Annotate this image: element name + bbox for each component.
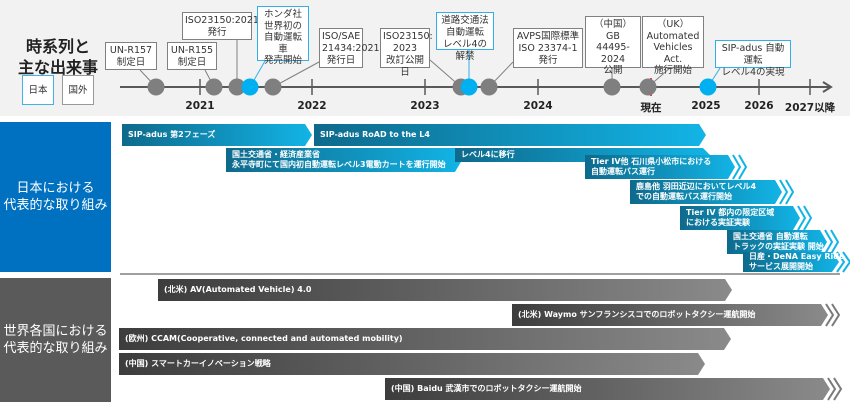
initiative-label: Tier IV 都内の限定区域 における実証実験 — [686, 208, 775, 227]
initiative-bar[interactable] — [512, 304, 828, 326]
initiative-bar[interactable] — [122, 124, 312, 146]
continuation-chevron-icon — [797, 205, 807, 231]
initiative-label: SIP-adus RoAD to the L4 — [320, 130, 430, 139]
event-callout[interactable]: UN-R155 制定日 — [167, 42, 217, 70]
initiative-label: (北米) Waymo サンフランシスコでのロボットタクシー運航開始 — [518, 310, 756, 319]
page-title: 時系列と 主な出来事 — [18, 37, 99, 77]
event-dot-world[interactable] — [264, 78, 282, 96]
event-dot-world[interactable] — [639, 78, 657, 96]
lane-label-world: 世界各国における 代表的な取り組み — [0, 278, 111, 402]
event-dot-world[interactable] — [480, 78, 498, 96]
event-dot-world[interactable] — [603, 78, 621, 96]
year-label: 2023 — [410, 100, 440, 112]
continuation-chevron-icon — [825, 303, 835, 327]
initiative-bar[interactable] — [158, 279, 732, 301]
year-label: 2024 — [523, 100, 553, 112]
initiative-bar[interactable] — [226, 148, 462, 172]
event-callout[interactable]: ホンダ社 世界初の 自動運転車 発売開始 — [257, 6, 309, 66]
initiative-label: 国土交通省・経済産業省 永平寺町にて国内初自動運転レベル3電動カートを運行開始 — [232, 150, 446, 169]
continuation-chevron-icon — [842, 251, 850, 273]
initiative-label: (中国) Baidu 武漢市でのロボットタクシー運航開始 — [391, 384, 582, 393]
initiative-label: 日産・DeNA Easy Ride サービス展開開始 — [749, 252, 845, 271]
continuation-chevron-icon — [785, 179, 795, 205]
initiative-label: SIP-adus 第2フェーズ — [128, 130, 216, 139]
initiative-bar[interactable] — [385, 378, 830, 400]
event-callout[interactable]: （UK） Automated Vehicles Act. 施行開始 — [642, 16, 704, 76]
event-dot-world[interactable] — [228, 78, 246, 96]
initiative-label: 国土交通省 自動運転 トラックの実証実験 開始 — [733, 232, 824, 251]
axis-arrow-icon — [822, 81, 833, 93]
year-label: 2021 — [185, 100, 215, 112]
event-callout[interactable]: ISO/SAE 21434:2021 発行日 — [319, 28, 380, 68]
timeline-axis — [120, 40, 833, 96]
continuation-chevron-icon — [732, 154, 742, 180]
event-dot-world[interactable] — [147, 78, 165, 96]
continuation-chevron-icon — [833, 377, 843, 401]
continuation-chevron-icon — [779, 179, 789, 205]
continuation-chevron-icon — [824, 229, 834, 255]
initiative-bar[interactable] — [119, 328, 731, 350]
initiative-label: レベル4に移行 — [461, 150, 515, 159]
initiative-bar[interactable] — [630, 180, 782, 204]
continuation-chevron-icon — [831, 303, 841, 327]
event-callout[interactable]: AVPS国際標準 ISO 23374-1 発行 — [513, 28, 583, 68]
callout-leader — [272, 61, 320, 88]
lane-divider — [120, 273, 840, 275]
year-label: 2026 — [744, 100, 774, 112]
initiative-label: 鹿島他 羽田近辺においてレベル4 での自動運転バス運行開始 — [636, 182, 757, 201]
event-dot-japan[interactable] — [699, 78, 717, 96]
event-dot-world[interactable] — [205, 78, 223, 96]
initiative-label: (北米) AV(Automated Vehicle) 4.0 — [164, 285, 312, 294]
event-dot-japan[interactable] — [241, 78, 259, 96]
legend-japan: 日本 — [22, 75, 54, 105]
event-callout[interactable]: SIP-adus 自動運転 レベル4の実現 — [715, 40, 791, 78]
year-label: 2027以降 — [784, 102, 836, 114]
initiative-bar[interactable] — [119, 353, 705, 375]
continuation-chevron-icon — [830, 229, 840, 255]
event-callout[interactable]: ISO23150:2021 発行 — [182, 12, 259, 40]
initiative-label: (中国) スマートカーイノベーション戦略 — [125, 359, 271, 368]
initiative-bar[interactable] — [680, 206, 800, 230]
initiative-label: (欧州) CCAM(Cooperative, connected and aut… — [125, 334, 403, 343]
continuation-chevron-icon — [738, 154, 748, 180]
lane-label-japan: 日本における 代表的な取り組み — [0, 122, 111, 272]
continuation-chevron-icon — [836, 251, 846, 273]
now-label: 現在 — [640, 102, 662, 114]
event-callout[interactable]: UN-R157 制定日 — [105, 42, 157, 70]
initiative-label: Tier IV他 石川県小松市における 自動運転バス運行 — [591, 157, 712, 176]
event-callout[interactable]: ISO23150: 2023 改訂公開日 — [380, 28, 433, 78]
legend-world: 国外 — [62, 75, 94, 105]
continuation-chevron-icon — [827, 377, 837, 401]
initiative-bar[interactable] — [585, 155, 735, 179]
event-callout[interactable]: （中国） GB 44495- 2024 公開 — [585, 16, 641, 76]
initiative-bar[interactable] — [743, 252, 839, 272]
year-label: 2022 — [297, 100, 327, 112]
year-label: 2025 — [691, 100, 721, 112]
event-callout[interactable]: 道路交通法 自動運転 レベル4の解禁 — [436, 12, 494, 62]
event-dot-japan[interactable] — [460, 78, 478, 96]
continuation-chevron-icon — [803, 205, 813, 231]
initiative-bar[interactable] — [727, 230, 827, 254]
initiative-bar[interactable] — [314, 124, 706, 146]
